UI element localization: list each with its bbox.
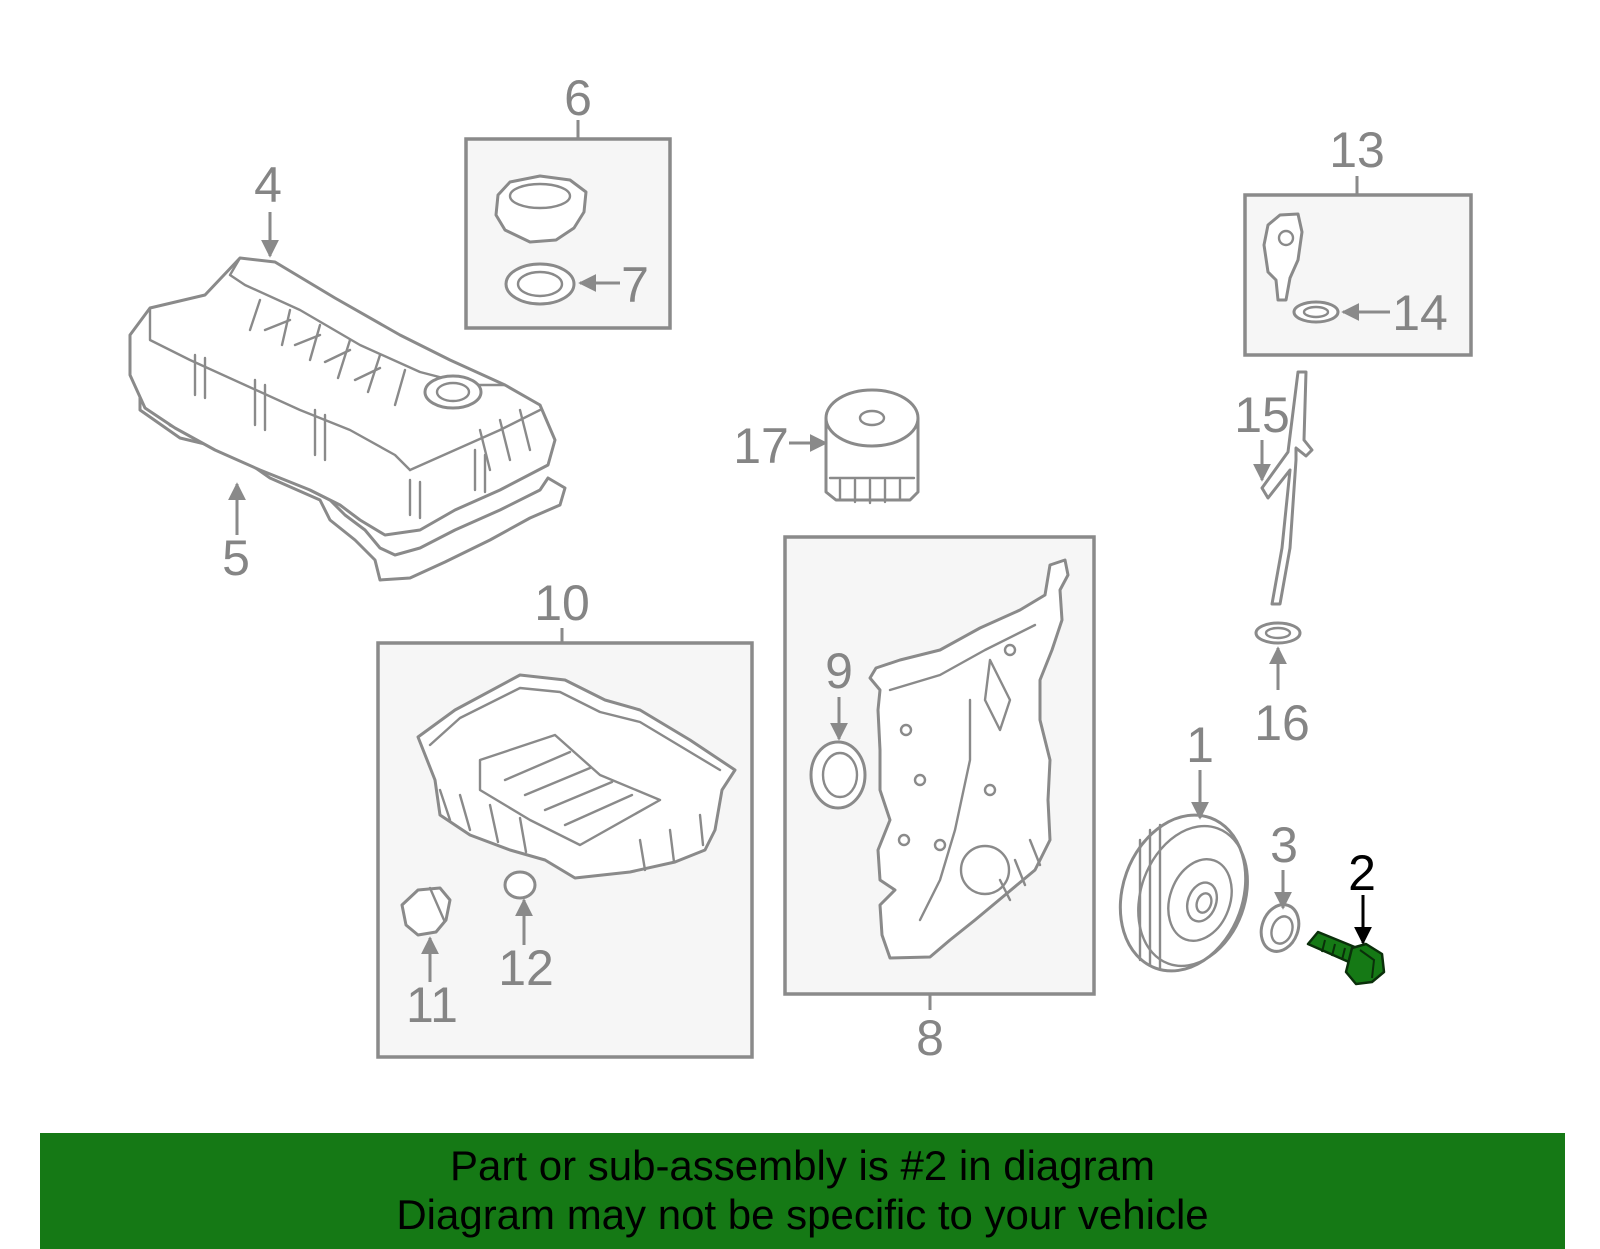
callout-12: 12 — [498, 940, 554, 996]
part-8-timing-cover — [868, 558, 1070, 960]
callout-1: 1 — [1186, 717, 1214, 773]
part-7-cap-seal — [504, 262, 576, 306]
callout-5: 5 — [222, 530, 250, 586]
part-6-oil-filler-cap — [494, 174, 588, 244]
part-12-drain-gasket — [503, 870, 537, 900]
callout-labels: 4 5 6 7 17 10 11 12 9 8 13 14 15 16 1 3 … — [222, 70, 1448, 1066]
banner-line-2: Diagram may not be specific to your vehi… — [396, 1191, 1209, 1238]
part-4-valve-cover — [128, 256, 557, 537]
callout-2-highlighted: 2 — [1348, 845, 1376, 901]
part-16-tube-o-ring — [1254, 621, 1302, 645]
part-14-dipstick-seal — [1292, 300, 1340, 324]
callout-4: 4 — [254, 157, 282, 213]
callout-17: 17 — [733, 418, 789, 474]
callout-14: 14 — [1392, 285, 1448, 341]
callout-7: 7 — [621, 257, 649, 313]
part-2-crankshaft-pulley-bolt[interactable] — [1306, 930, 1386, 986]
callout-11: 11 — [406, 977, 458, 1033]
part-15-dipstick-tube — [1260, 370, 1314, 606]
callout-9: 9 — [825, 643, 853, 699]
part-9-front-oil-seal — [809, 740, 867, 810]
part-3-seal — [1259, 903, 1301, 953]
banner-line-1: Part or sub-assembly is #2 in diagram — [450, 1142, 1155, 1189]
callout-15: 15 — [1234, 387, 1290, 443]
parts-diagram: 4 5 6 7 17 10 11 12 9 8 13 14 15 16 1 3 … — [128, 70, 1473, 1066]
callout-16: 16 — [1254, 695, 1310, 751]
callout-8: 8 — [916, 1010, 944, 1066]
callout-3: 3 — [1270, 817, 1298, 873]
callout-6: 6 — [564, 70, 592, 126]
part-13-dipstick-handle — [1262, 212, 1304, 302]
callout-13: 13 — [1329, 122, 1385, 178]
leader-lines — [228, 120, 1390, 1010]
part-10-oil-pan — [416, 673, 737, 880]
part-17-oil-filter — [824, 388, 920, 505]
part-1-crankshaft-pulley — [1118, 813, 1249, 973]
part-11-drain-plug — [400, 886, 452, 937]
info-banner: Part or sub-assembly is #2 in diagram Di… — [40, 1133, 1565, 1249]
callout-10: 10 — [534, 575, 590, 631]
